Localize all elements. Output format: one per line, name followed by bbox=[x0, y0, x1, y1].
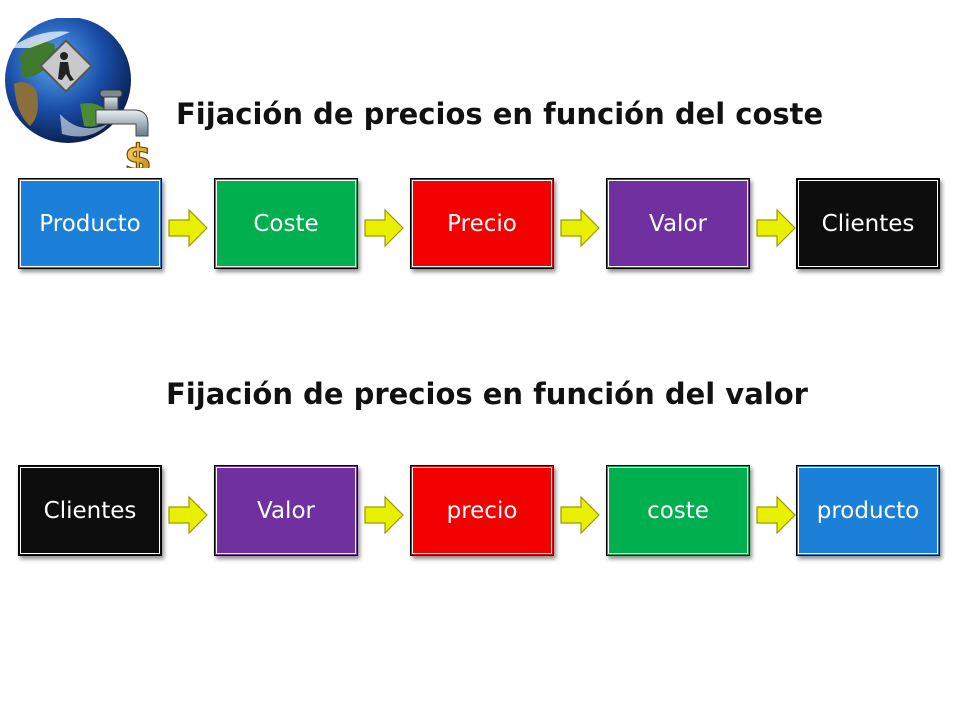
flow-step-product: Producto bbox=[18, 178, 162, 269]
arrow-right-icon bbox=[756, 495, 796, 535]
flow-step-cost: Coste bbox=[214, 178, 358, 269]
flow-step-price: precio bbox=[410, 465, 554, 556]
cost-based-flow: Producto Coste Precio Valor Clientes bbox=[0, 178, 960, 274]
flow-step-cost: coste bbox=[606, 465, 750, 556]
arrow-right-icon bbox=[364, 208, 404, 248]
svg-text:$: $ bbox=[124, 137, 152, 168]
cost-based-title: Fijación de precios en función del coste bbox=[176, 97, 824, 131]
flow-step-product: producto bbox=[796, 465, 940, 556]
arrow-right-icon bbox=[168, 495, 208, 535]
flow-step-value: Valor bbox=[214, 465, 358, 556]
value-based-flow: Clientes Valor precio coste producto bbox=[0, 465, 960, 561]
arrow-right-icon bbox=[364, 495, 404, 535]
flow-step-price: Precio bbox=[410, 178, 554, 269]
arrow-right-icon bbox=[560, 495, 600, 535]
arrow-right-icon bbox=[756, 208, 796, 248]
globe-faucet-dollar-icon: $ bbox=[0, 17, 160, 184]
flow-step-customers: Clientes bbox=[18, 465, 162, 556]
arrow-right-icon bbox=[560, 208, 600, 248]
value-based-title: Fijación de precios en función del valor bbox=[166, 377, 808, 411]
arrow-right-icon bbox=[168, 208, 208, 248]
flow-step-customers: Clientes bbox=[796, 178, 940, 269]
flow-step-value: Valor bbox=[606, 178, 750, 269]
